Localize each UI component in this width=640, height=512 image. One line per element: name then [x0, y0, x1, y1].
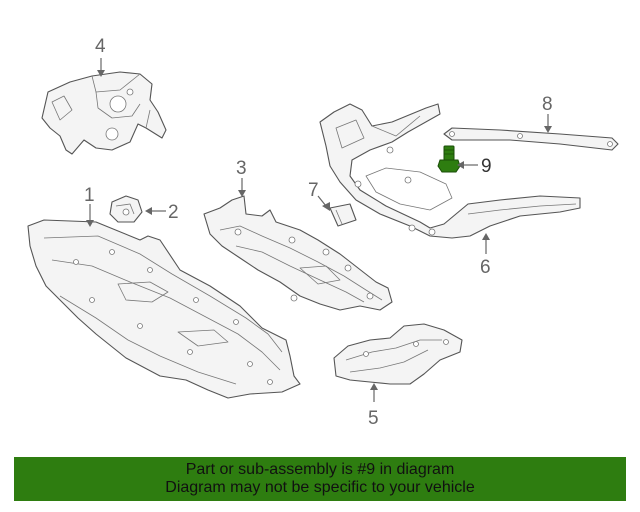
callout-4: 4: [95, 36, 106, 57]
part-9-bolt-icon[interactable]: [437, 145, 461, 173]
part-8-brace-bar: [443, 127, 619, 151]
part-3-middle-shield: [203, 195, 393, 311]
callout-6: 6: [480, 257, 491, 278]
banner-line-disclaimer: Diagram may not be specific to your vehi…: [165, 479, 475, 496]
part-5-side-shield: [333, 323, 463, 385]
part-6-crossmember: [319, 103, 581, 239]
callout-2: 2: [168, 202, 179, 223]
callout-1: 1: [84, 185, 95, 206]
banner-line-part-number: Part or sub-assembly is #9 in diagram: [185, 461, 455, 478]
callout-5: 5: [368, 408, 379, 429]
callout-7: 7: [308, 180, 319, 201]
callout-8: 8: [542, 94, 553, 115]
callout-labels: 4 2 1 3 7 8 9 6 5: [84, 36, 553, 429]
callout-3: 3: [236, 158, 247, 179]
leader-lines: [86, 58, 552, 402]
part-4-mount-bracket: [41, 71, 167, 155]
part-1-splash-shield: [27, 219, 301, 399]
part-7-clip: [329, 203, 357, 227]
callout-9: 9: [481, 156, 492, 177]
part-info-banner: Part or sub-assembly is #9 in diagram Di…: [14, 457, 626, 501]
part-2-small-bracket: [109, 195, 143, 223]
